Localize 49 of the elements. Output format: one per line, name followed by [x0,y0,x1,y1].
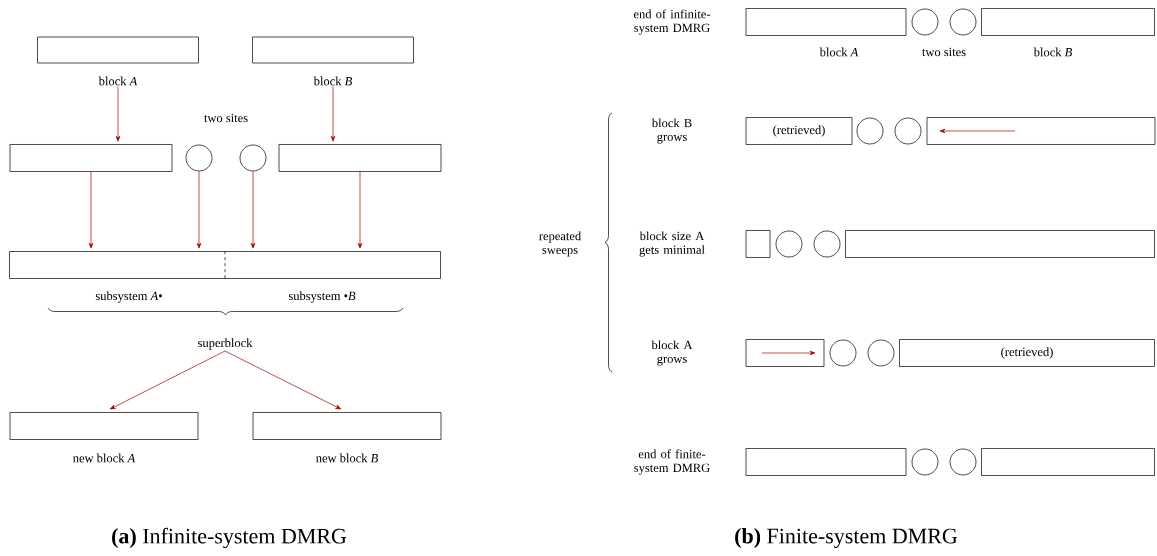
block-label: new block A [73,453,136,463]
site-circle [856,117,884,145]
site-circle [949,8,977,36]
arrow [109,350,226,410]
block-box [745,448,907,476]
block-label: block A [98,76,138,86]
block-box [981,448,1155,476]
caption: (a) Infinite-system DMRG [112,527,347,549]
site-circle [185,144,213,172]
block-box [278,144,442,172]
block-label: new block B [316,453,378,463]
block-box [745,339,825,367]
arrow [250,171,256,249]
block-label: block B [1033,47,1072,57]
block-label: block A [819,47,859,57]
arrow [330,86,336,142]
block-box: (retrieved) [745,117,853,145]
site-label: two sites [204,113,248,123]
arrow [115,86,121,142]
site-circle [239,144,267,172]
caption: (b) Finite-system DMRG [735,528,958,548]
row-label: end of finite-system DMRG [634,449,710,475]
arrow [196,171,202,249]
block-label: block B [313,76,352,86]
block-box: (retrieved) [899,339,1155,367]
site-circle [894,117,922,145]
site-circle [949,448,977,476]
row-label: block B grows [651,118,692,144]
site-circle [911,448,939,476]
block-box [845,230,1155,258]
arrow [88,171,94,249]
site-circle [829,339,857,367]
block-label: subsystem •B [288,291,356,303]
site-circle [867,339,895,367]
block-box [9,144,173,172]
block-box [926,117,1156,145]
site-label: two sites [922,47,966,57]
arrow [224,350,342,410]
site-circle [813,230,841,258]
row-label: block A grows [651,340,693,366]
block-label: subsystem A• [95,291,162,303]
block-label: superblock [198,338,253,350]
row-label: end of infinite-system DMRG [633,9,711,35]
site-circle [911,8,939,36]
row-label: block size A gets minimal [639,231,705,257]
row-label: repeated sweeps [539,231,582,257]
arrow [357,171,363,249]
block-box [745,230,771,258]
site-circle [775,230,803,258]
